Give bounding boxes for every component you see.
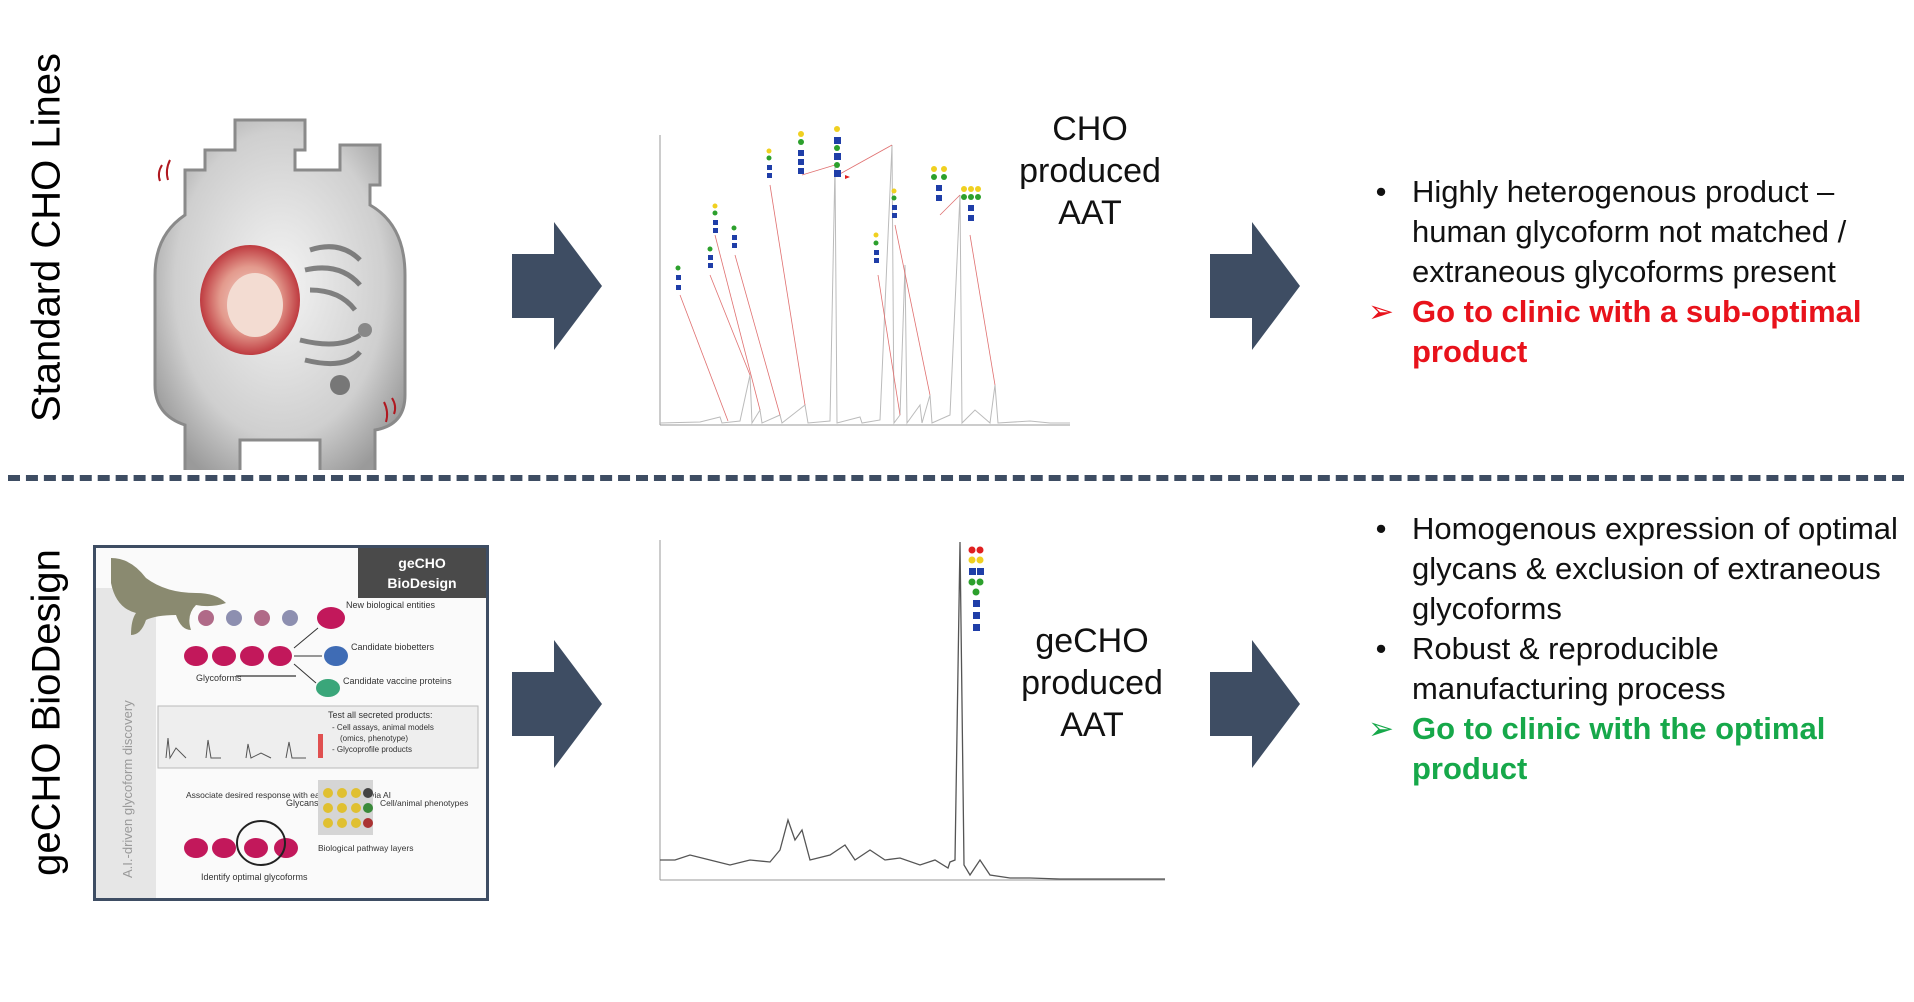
caption-line: AAT <box>1058 194 1122 232</box>
row-label-gecho-biodesign: geCHO BioDesign <box>24 549 69 876</box>
bullet-item: • Homogenous expression of optimal glyca… <box>1366 509 1906 629</box>
biobetters-label: Candidate biobetters <box>351 642 435 652</box>
panel-title-line1: geCHO <box>398 555 446 571</box>
biodesign-workflow-diagram: geCHO BioDesign A.I.-driven glycoform di… <box>96 548 486 898</box>
bullet-text: Robust & reproducible manufacturing proc… <box>1412 631 1726 706</box>
protein-row <box>184 646 292 666</box>
identify-label: Identify optimal glycoforms <box>201 872 308 882</box>
caption-gecho-produced: geCHO produced AAT <box>1007 620 1177 746</box>
panel-title-line2: BioDesign <box>387 575 456 591</box>
chromatogram-cho <box>659 126 1070 426</box>
bullet-text: Go to clinic with a sub-optimal product <box>1412 294 1862 369</box>
caption-line: CHO <box>1052 110 1128 148</box>
gecko-icon <box>111 558 226 635</box>
bullet-item: • Robust & reproducible manufacturing pr… <box>1366 629 1906 709</box>
caption-line: produced <box>1019 152 1161 190</box>
bullet-marker: • <box>1375 631 1387 666</box>
arrow-bullet-icon: ➢ <box>1368 294 1394 329</box>
top-bullet-list: • Highly heterogenous product – human gl… <box>1366 172 1906 372</box>
bioreactor-cell-illustration <box>153 118 407 470</box>
chromatogram-gecho <box>659 540 1165 881</box>
glycoforms-label: Glycoforms <box>196 673 242 683</box>
arrow-bullet-icon: ➢ <box>1368 711 1394 746</box>
bottom-bullet-list: • Homogenous expression of optimal glyca… <box>1366 509 1906 789</box>
arrow-right-icon <box>512 640 602 768</box>
arrow-right-icon <box>1210 640 1300 768</box>
caption-line: AAT <box>1060 706 1124 744</box>
new-entities-label: New biological entities <box>346 600 436 610</box>
section-divider <box>8 475 1904 481</box>
bullet-marker: • <box>1375 174 1387 209</box>
row-label-standard-cho: Standard CHO Lines <box>24 52 69 423</box>
panel-side-text: A.I.-driven glycoform discovery <box>120 700 135 878</box>
bullet-text: Highly heterogenous product – human glyc… <box>1412 174 1847 289</box>
bullet-item-conclusion: ➢ Go to clinic with a sub-optimal produc… <box>1366 292 1906 372</box>
test-item-1: - Cell assays, animal models <box>332 723 434 732</box>
pathway-label: Biological pathway layers <box>318 843 413 853</box>
test-item-2: (omics, phenotype) <box>340 734 408 743</box>
caption-line: geCHO <box>1035 622 1149 660</box>
cell-animal-label: Cell/animal phenotypes <box>380 798 468 808</box>
glycan-symbols <box>675 126 981 290</box>
test-item-3: - Glycoprofile products <box>332 745 412 754</box>
biodesign-panel: geCHO BioDesign A.I.-driven glycoform di… <box>93 545 489 901</box>
bullet-item: • Highly heterogenous product – human gl… <box>1366 172 1906 292</box>
glycans-label: Glycans <box>286 798 319 808</box>
knockout-cells <box>198 610 298 626</box>
bullet-text: Go to clinic with the optimal product <box>1412 711 1826 786</box>
arrow-right-icon <box>512 222 602 350</box>
bullet-item-conclusion: ➢ Go to clinic with the optimal product <box>1366 709 1906 789</box>
bullet-text: Homogenous expression of optimal glycans… <box>1412 511 1898 626</box>
associate-line: Associate desired response with each gly… <box>186 790 391 800</box>
bullet-marker: • <box>1375 511 1387 546</box>
vaccine-label: Candidate vaccine proteins <box>343 676 452 686</box>
arrow-right-icon <box>1210 222 1300 350</box>
test-title: Test all secreted products: <box>328 710 433 720</box>
caption-cho-produced: CHO produced AAT <box>1010 108 1170 234</box>
caption-line: produced <box>1021 664 1163 702</box>
glycan-symbols <box>968 546 984 631</box>
